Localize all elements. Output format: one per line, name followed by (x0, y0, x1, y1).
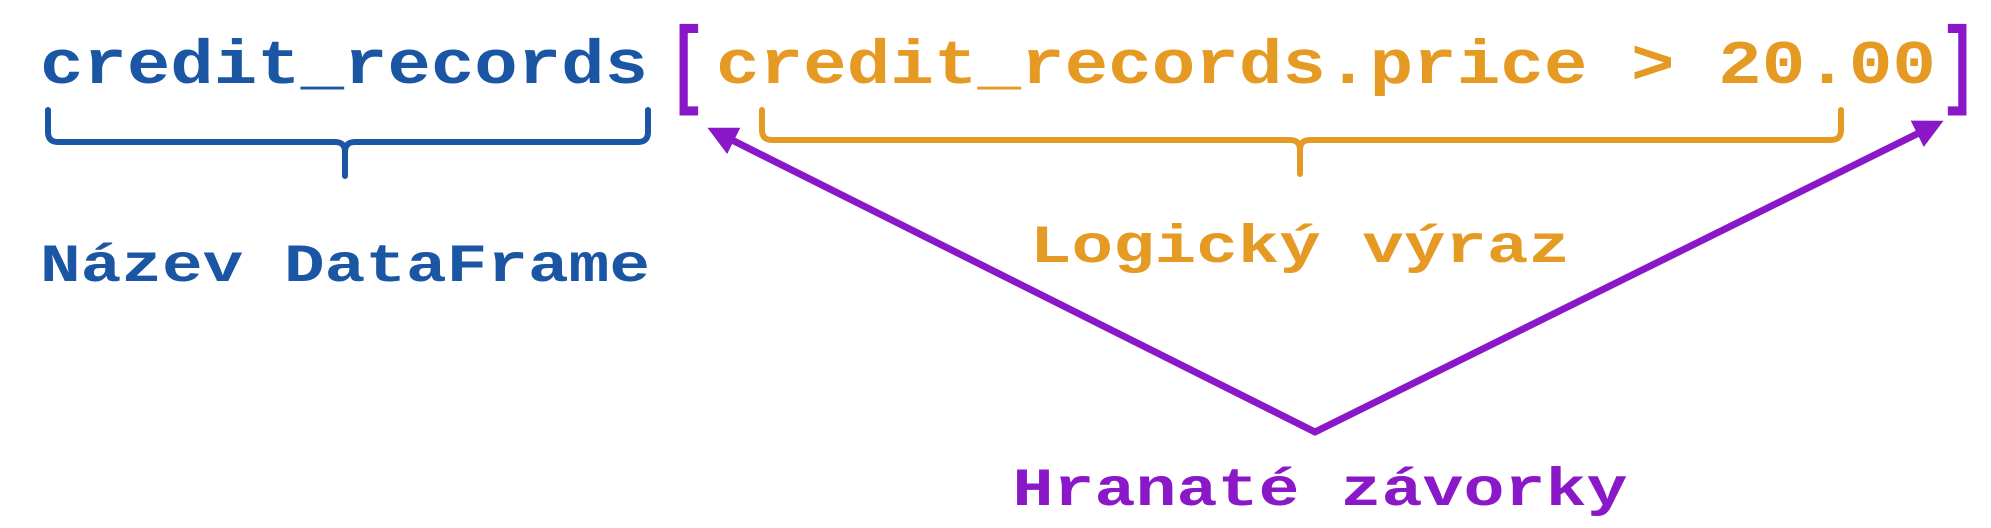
dataframe-name-code: credit_records (40, 31, 648, 102)
dataframe-underbrace (45, 107, 651, 179)
open-bracket: [ (668, 14, 706, 125)
square-brackets-label: Hranaté závorky (1013, 461, 1628, 522)
logical-underbrace (759, 107, 1844, 177)
arrow-to-open-bracket (707, 127, 1319, 436)
logical-expression-code: credit_records.price > 20.00 (716, 31, 1936, 102)
close-bracket: ] (1940, 14, 1978, 125)
dataframe-name-label: Název DataFrame (40, 237, 650, 298)
logical-expression-label: Logický výraz (1030, 218, 1570, 279)
arrow-to-close-bracket (1311, 120, 1944, 436)
